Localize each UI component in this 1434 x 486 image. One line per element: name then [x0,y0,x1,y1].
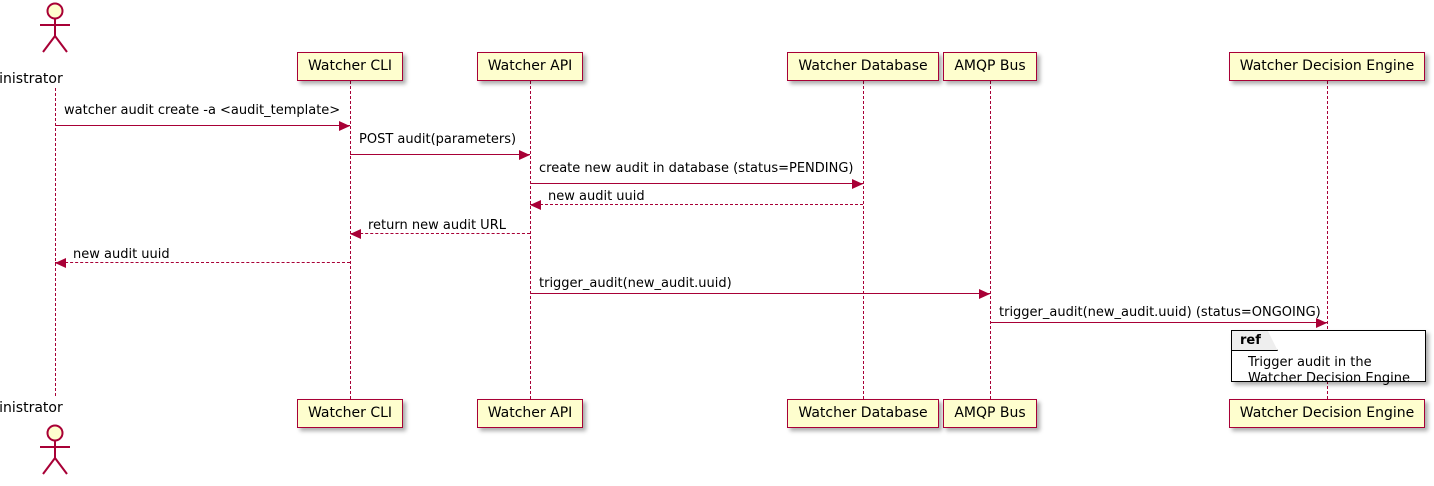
lifeline-watcher-database [863,81,864,399]
arrow-head-m4 [530,200,541,210]
participant-box-watcher-api-bottom[interactable]: Watcher API [476,399,584,428]
participant-box-watcher-cli-bottom[interactable]: Watcher CLI [296,399,404,428]
message-label-m5: return new audit URL [368,218,506,233]
message-line-m1 [55,125,350,126]
actor-figure-administrator-bottom [40,424,70,475]
arrow-head-m2 [519,150,530,160]
arrow-head-m7 [979,289,990,299]
actor-figure-administrator-top [40,2,70,53]
participant-box-amqp-bus-top[interactable]: AMQP Bus [943,52,1037,81]
message-line-m4 [530,204,863,205]
lifeline-watcher-cli [350,81,351,399]
lifeline-watcher-api [530,81,531,399]
arrow-head-m8 [1316,318,1327,328]
participant-box-watcher-database-top[interactable]: Watcher Database [787,52,939,81]
message-line-m7 [530,293,990,294]
message-line-m5 [350,233,530,234]
lifeline-amqp-bus [990,81,991,399]
message-line-m3 [530,183,863,184]
message-label-m7: trigger_audit(new_audit.uuid) [539,276,732,291]
participant-box-watcher-cli-top[interactable]: Watcher CLI [296,52,404,81]
participant-box-watcher-database-bottom[interactable]: Watcher Database [787,399,939,428]
ref-fragment-line: Watcher Decision Engine [1248,371,1410,386]
message-label-m3: create new audit in database (status=PEN… [539,161,854,176]
arrow-head-m1 [339,121,350,131]
lifeline-watcher-decision-engine [1327,81,1328,399]
participant-box-watcher-decision-engine-top[interactable]: Watcher Decision Engine [1228,52,1426,81]
message-line-m8 [990,322,1327,323]
message-line-m2 [350,154,530,155]
ref-fragment-line: Trigger audit in the [1248,355,1372,370]
arrow-head-m6 [55,258,66,268]
message-label-m2: POST audit(parameters) [359,132,517,147]
message-line-m6 [55,262,350,263]
message-label-m6: new audit uuid [73,247,170,262]
participant-box-amqp-bus-bottom[interactable]: AMQP Bus [943,399,1037,428]
participant-label-administrator-bottom: Administrator [0,400,63,416]
lifeline-administrator [55,88,56,396]
message-label-m1: watcher audit create -a <audit_template> [64,103,341,118]
participant-label-administrator-top: Administrator [0,71,63,87]
message-label-m4: new audit uuid [548,189,645,204]
ref-fragment-tab-label: ref [1232,331,1278,351]
participant-box-watcher-api-top[interactable]: Watcher API [476,52,584,81]
arrow-head-m5 [350,229,361,239]
arrow-head-m3 [852,179,863,189]
message-label-m8: trigger_audit(new_audit.uuid) (status=ON… [999,305,1321,320]
participant-box-watcher-decision-engine-bottom[interactable]: Watcher Decision Engine [1228,399,1426,428]
